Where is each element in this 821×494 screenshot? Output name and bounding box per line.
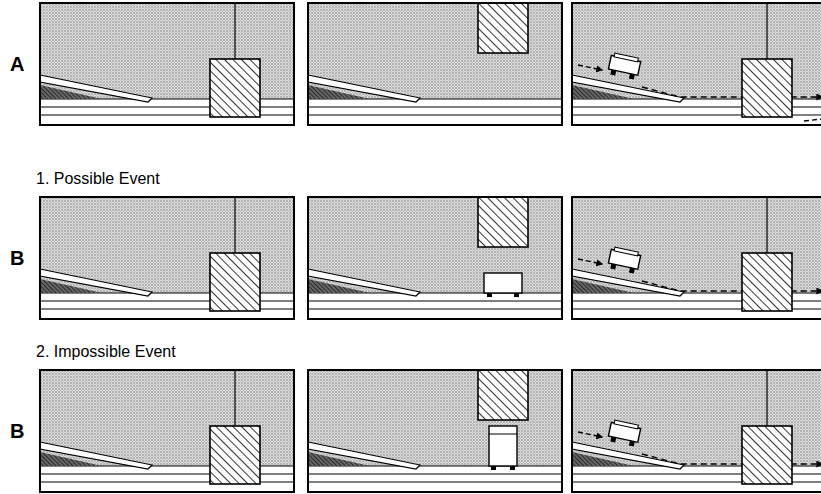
panel	[308, 370, 562, 492]
panel	[40, 197, 294, 319]
panel	[308, 197, 562, 319]
event-caption: 1. Possible Event	[36, 171, 160, 187]
event-caption: 2. Impossible Event	[36, 344, 176, 360]
row-letter: B	[10, 248, 24, 268]
panel	[308, 3, 562, 125]
panel	[572, 3, 821, 125]
row-letter: B	[10, 421, 24, 441]
panel	[572, 370, 821, 492]
panel	[40, 3, 294, 125]
row-letter: A	[10, 54, 24, 74]
panel	[40, 370, 294, 492]
panel	[572, 197, 821, 319]
